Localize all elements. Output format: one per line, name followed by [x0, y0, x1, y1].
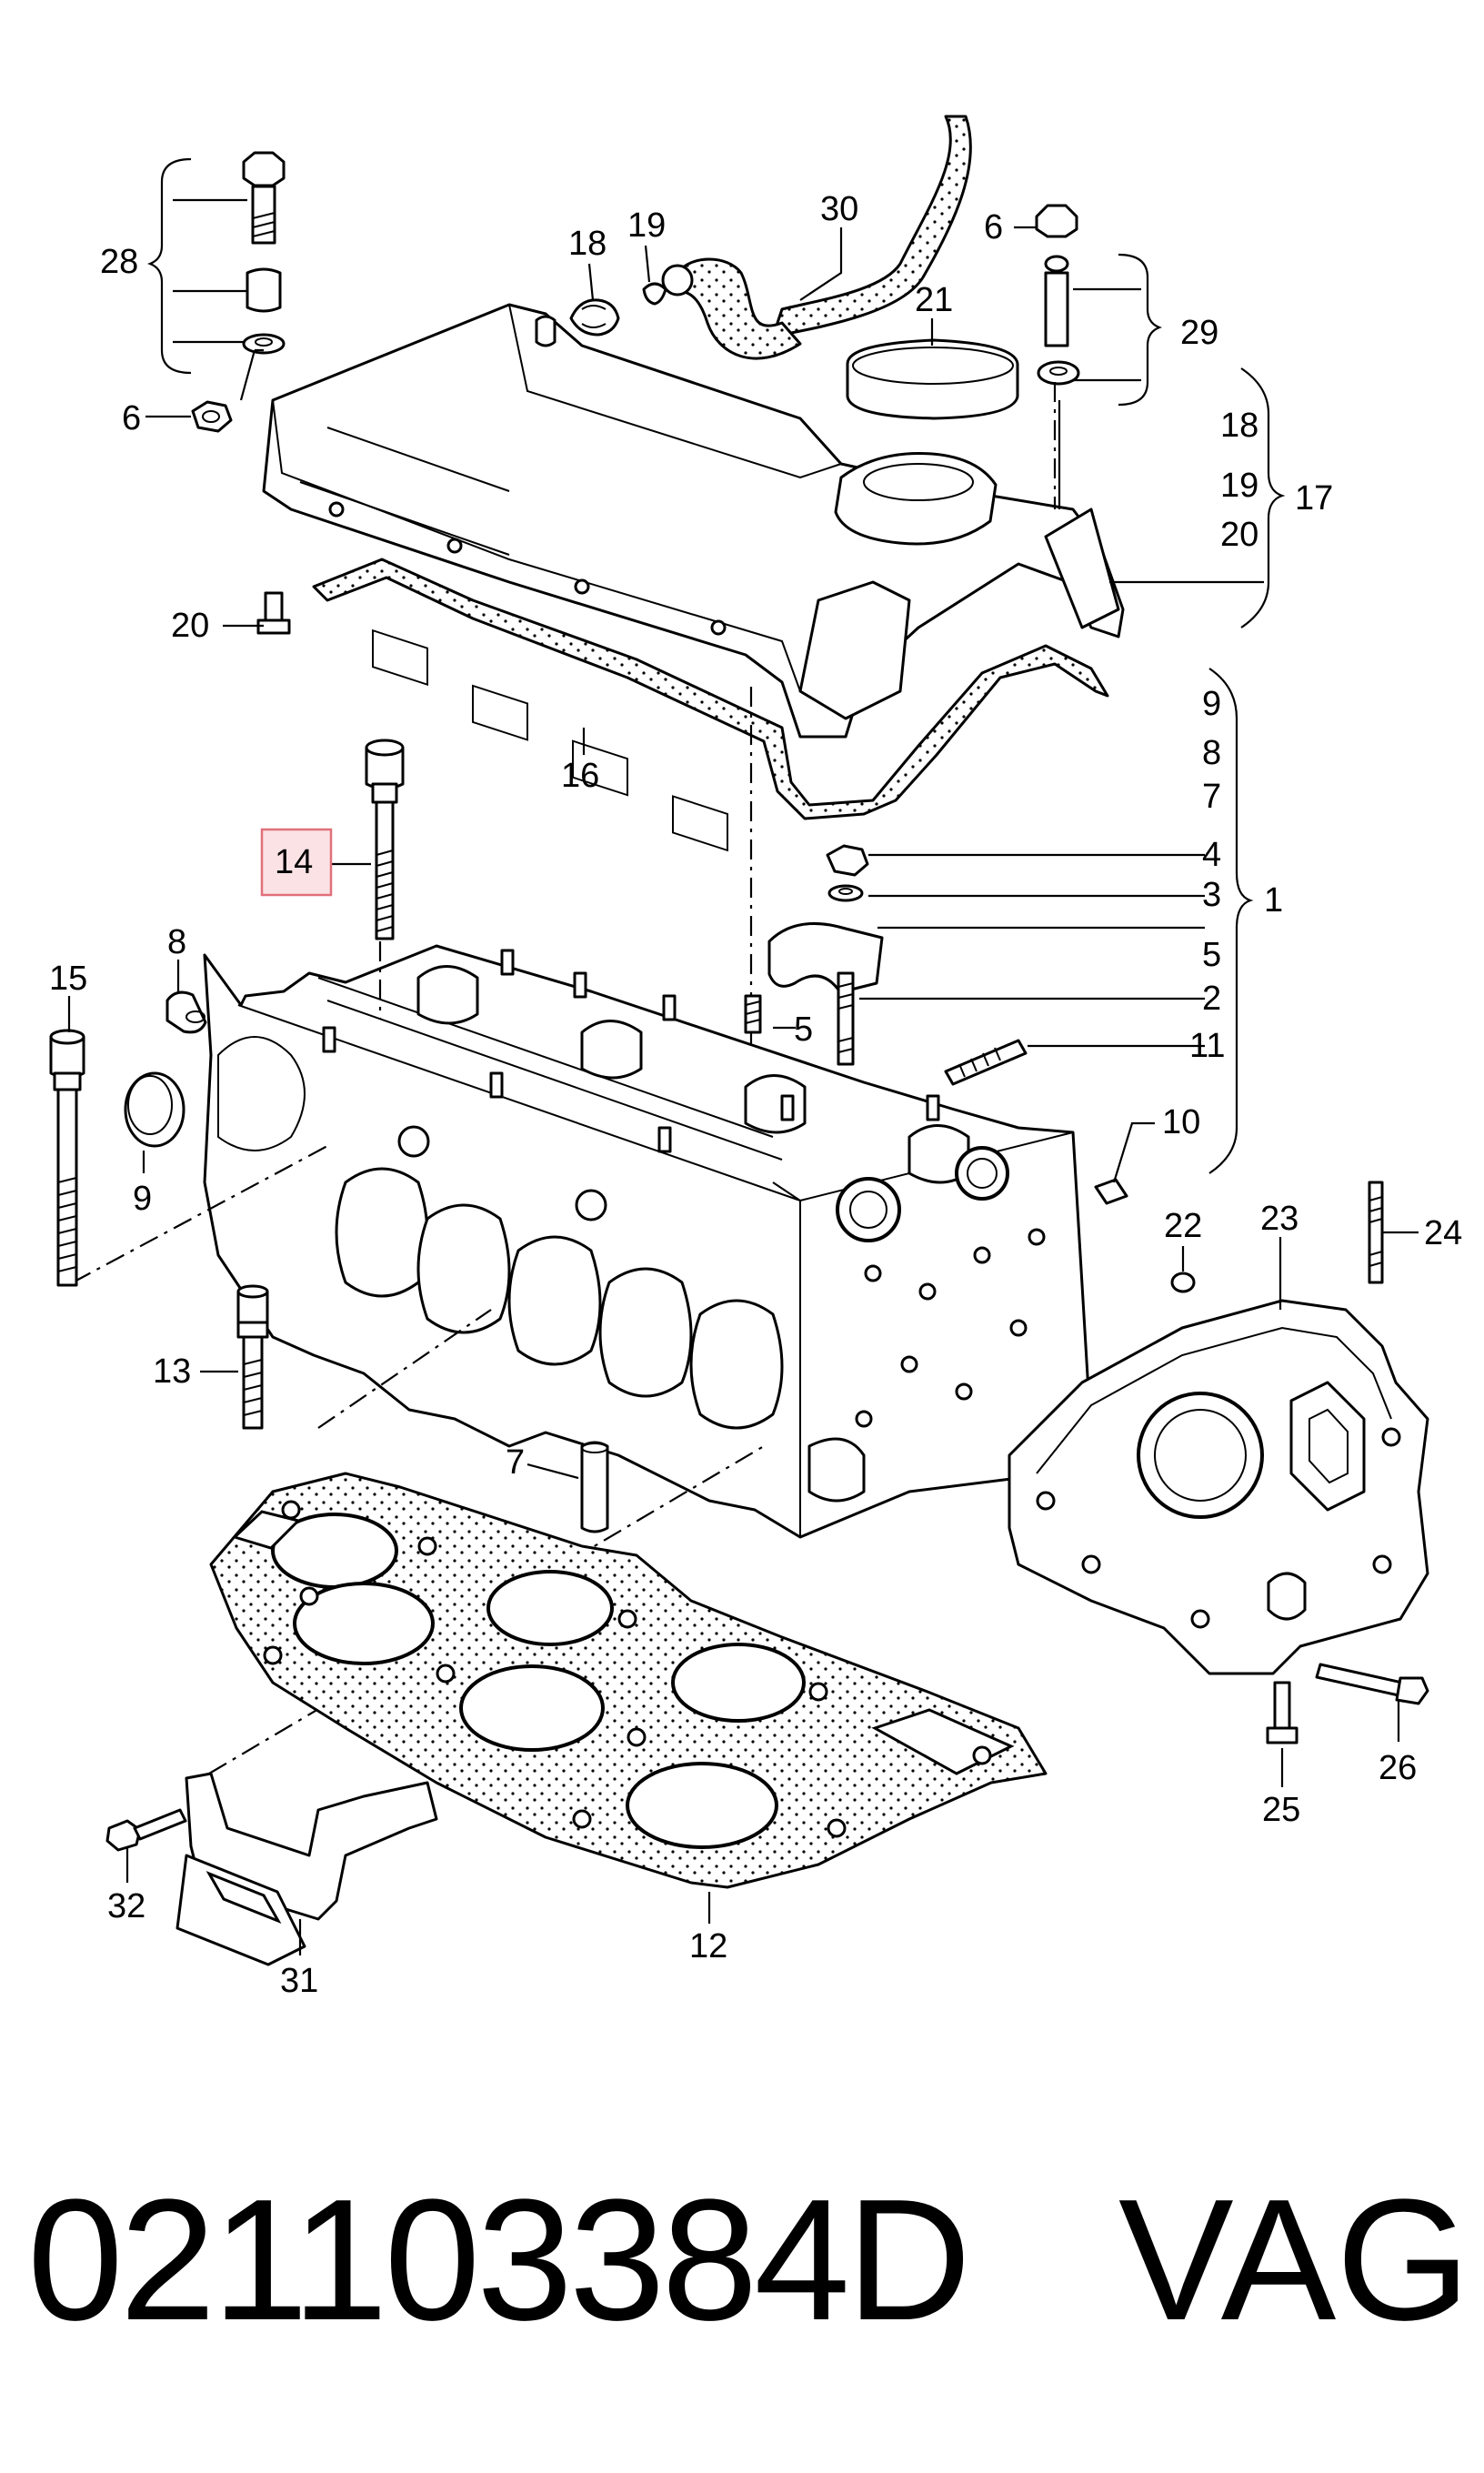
callout-32: 32	[107, 1887, 145, 1925]
cover-screw	[256, 591, 291, 635]
stud-horizontal	[944, 1039, 1028, 1086]
callout-19-group: 19	[1220, 467, 1258, 505]
cylinder-head-bolt	[365, 739, 405, 940]
callout-29: 29	[1180, 314, 1218, 352]
callout-6: 6	[122, 399, 141, 437]
cylinder-head	[203, 944, 1093, 1539]
callout-labels: 28 6 20 16 18 19 30 21 6 29 18 19 20 17 …	[49, 190, 1462, 2000]
callout-19: 19	[627, 206, 666, 245]
callout-4: 4	[1202, 836, 1221, 874]
cover-bolt-set-right	[1035, 204, 1080, 386]
callout-12: 12	[689, 1927, 727, 1965]
callout-9: 9	[133, 1180, 152, 1218]
callout-18-group: 18	[1220, 407, 1258, 445]
callout-6-right: 6	[984, 208, 1003, 246]
callout-18: 18	[568, 225, 607, 263]
stud	[744, 994, 762, 1034]
callout-7-group: 7	[1202, 778, 1221, 816]
dowel-sleeve	[580, 1441, 609, 1533]
callout-25: 25	[1262, 1791, 1300, 1829]
oil-filler-cap-seal	[846, 338, 1019, 420]
callout-5: 5	[794, 1010, 813, 1049]
stud-long	[837, 971, 855, 1066]
breather-hose	[661, 115, 972, 360]
timing-cover-screw	[1266, 1681, 1298, 1744]
callout-26: 26	[1379, 1749, 1417, 1787]
o-ring	[1170, 1272, 1196, 1293]
callout-2: 2	[1202, 980, 1221, 1018]
callout-5-group: 5	[1202, 936, 1221, 974]
callout-16: 16	[561, 757, 599, 795]
valve-cover-gasket	[312, 558, 1109, 820]
leader-lines	[67, 157, 1419, 1955]
callout-15: 15	[49, 960, 87, 998]
nut	[191, 400, 233, 433]
brand-name: VAG	[1118, 2164, 1471, 2357]
callout-14: 14	[275, 843, 313, 881]
callout-11: 11	[1189, 1027, 1225, 1065]
cover-bolt-set	[242, 151, 286, 355]
callout-8-group: 8	[1202, 734, 1221, 772]
callout-8: 8	[167, 923, 186, 961]
head-bolt-short	[236, 1284, 269, 1430]
callout-28: 28	[100, 243, 138, 281]
woodruff-key	[1094, 1178, 1128, 1205]
callout-22: 22	[1164, 1207, 1202, 1245]
highlight-box	[260, 828, 333, 897]
callout-17: 17	[1295, 479, 1333, 518]
callout-10: 10	[1162, 1103, 1200, 1141]
bracket	[175, 1772, 438, 1966]
callout-20: 20	[171, 607, 209, 645]
callout-3: 3	[1202, 876, 1221, 914]
callout-7: 7	[506, 1443, 525, 1482]
head-bolt-long	[49, 1029, 85, 1287]
camshaft-bearing-cap	[767, 844, 884, 994]
callout-30: 30	[820, 190, 858, 228]
timing-belt-cover	[1008, 1299, 1429, 1675]
plug	[165, 990, 207, 1034]
callout-1: 1	[1264, 881, 1283, 920]
part-number: 021103384D	[27, 2164, 971, 2357]
sealing-plug	[124, 1071, 186, 1148]
bracket-screw	[105, 1808, 187, 1852]
stud-timing	[1368, 1181, 1384, 1284]
callout-23: 23	[1260, 1200, 1298, 1238]
valve-cover	[262, 303, 1125, 852]
callout-21: 21	[915, 281, 953, 319]
timing-cover-bolt	[1315, 1663, 1429, 1705]
callout-13: 13	[153, 1352, 191, 1391]
callout-9-group: 9	[1202, 685, 1221, 723]
callout-31: 31	[280, 1962, 318, 2000]
callout-24: 24	[1424, 1214, 1462, 1252]
callout-20-group: 20	[1220, 516, 1258, 554]
cylinder-head-gasket	[209, 1472, 1048, 1889]
hose-clip	[569, 282, 667, 337]
